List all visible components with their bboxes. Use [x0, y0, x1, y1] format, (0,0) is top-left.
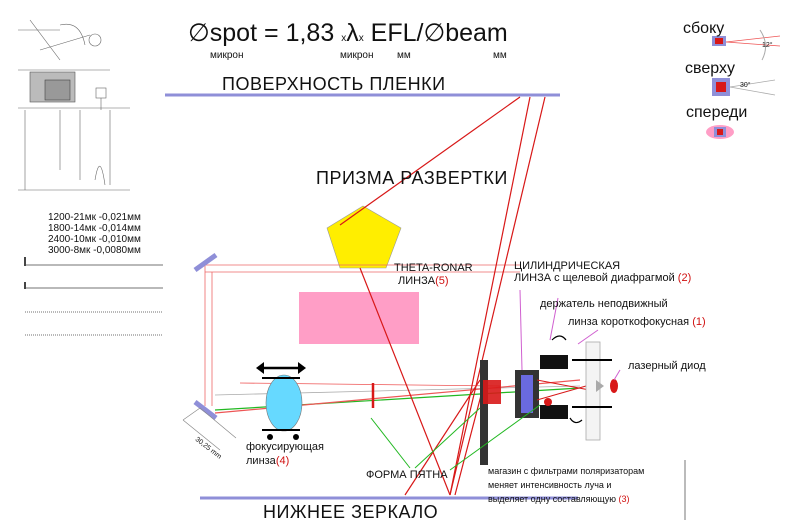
bottom-mirror-label: НИЖНЕЕ ЗЕРКАЛО	[263, 502, 439, 522]
unit-micron-1: микрон	[210, 50, 244, 61]
angle-top-label: 30°	[740, 82, 751, 89]
resolution-list: 1200-21мк -0,021мм 1800-14мк -0,014мм 24…	[48, 212, 141, 256]
view-top-label: сверху	[685, 60, 735, 77]
filter-red-block	[483, 380, 501, 404]
dimension-marker	[182, 407, 237, 451]
holder-label-2: линза короткофокусная (1)	[568, 316, 706, 328]
spot-formula: ∅spot = 1,83 xλx EFL/∅beam	[188, 18, 508, 48]
filter-label-1: магазин с фильтрами поляризаторам	[488, 466, 645, 476]
unit-micron-2: микрон	[340, 50, 374, 61]
theta-ronar-lens	[299, 292, 419, 344]
filter-magazine	[480, 360, 488, 465]
scan-prism	[326, 205, 402, 269]
cylindrical-lens-label-2: ЛИНЗА с щелевой диафрагмой (2)	[514, 272, 692, 284]
lambda-symbol: λ	[346, 19, 359, 47]
focusing-lens-assembly	[256, 362, 306, 440]
view-side-label: сбоку	[683, 20, 725, 37]
resolution-item: 1800-14мк -0,014мм	[48, 223, 141, 234]
scanning-beams	[339, 96, 546, 496]
multiply-sign: x	[341, 33, 347, 44]
multiply-sign-2: x	[358, 33, 364, 44]
film-surface-label: ПОВЕРХНОСТЬ ПЛЕНКИ	[222, 74, 446, 94]
unit-mm-1: мм	[397, 50, 411, 61]
reference-drawing	[18, 19, 130, 191]
coefficient: 1,83	[285, 19, 335, 47]
cylindrical-lens-group	[515, 355, 601, 419]
laser-diode-label: лазерный диод	[628, 360, 706, 372]
resolution-item: 2400-10мк -0,010мм	[48, 234, 141, 245]
rotation-arrows	[551, 335, 583, 424]
diameter-symbol-2: ∅	[423, 19, 446, 47]
upper-left-mirror	[193, 252, 218, 273]
view-icons	[706, 29, 781, 139]
efl-term: EFL/	[370, 19, 424, 47]
theta-lens-label-1: THETA-RONAR	[394, 262, 473, 274]
unit-mm-2: мм	[493, 50, 507, 61]
scan-prism-label: ПРИЗМА РАЗВЕРТКИ	[316, 168, 508, 188]
theta-lens-label-2: ЛИНЗА(5)	[398, 275, 449, 287]
filter-label-2: меняет интенсивность луча и	[488, 480, 612, 490]
angle-side-label: 12°	[762, 42, 773, 49]
pointer-lines	[519, 289, 621, 381]
beam-term: beam	[445, 19, 508, 47]
diameter-symbol: ∅	[188, 19, 210, 47]
spot-shape-label: ФОРМА ПЯТНА	[366, 469, 448, 481]
resolution-item: 1200-21мк -0,021мм	[48, 212, 141, 223]
cylindrical-lens-label-1: ЦИЛИНДРИЧЕСКАЯ	[514, 260, 621, 272]
focusing-lens-label-1: фокусирующая	[246, 441, 324, 453]
laser-diode-mount	[572, 341, 618, 441]
green-pointers	[370, 404, 541, 471]
dotted-lines	[24, 257, 163, 336]
resolution-item: 3000-8мк -0,0080мм	[48, 245, 141, 256]
focusing-lens-label-2: линза(4)	[246, 455, 290, 467]
view-front-label: спереди	[686, 104, 748, 121]
holder-label-1: держатель неподвижный	[540, 298, 668, 310]
filter-label-3: выделяет одну составляющую (3)	[488, 494, 630, 504]
equals-sign: =	[264, 19, 279, 47]
spot-term: spot	[209, 19, 258, 47]
fold-paths	[204, 264, 520, 406]
lower-left-mirror	[193, 400, 218, 420]
